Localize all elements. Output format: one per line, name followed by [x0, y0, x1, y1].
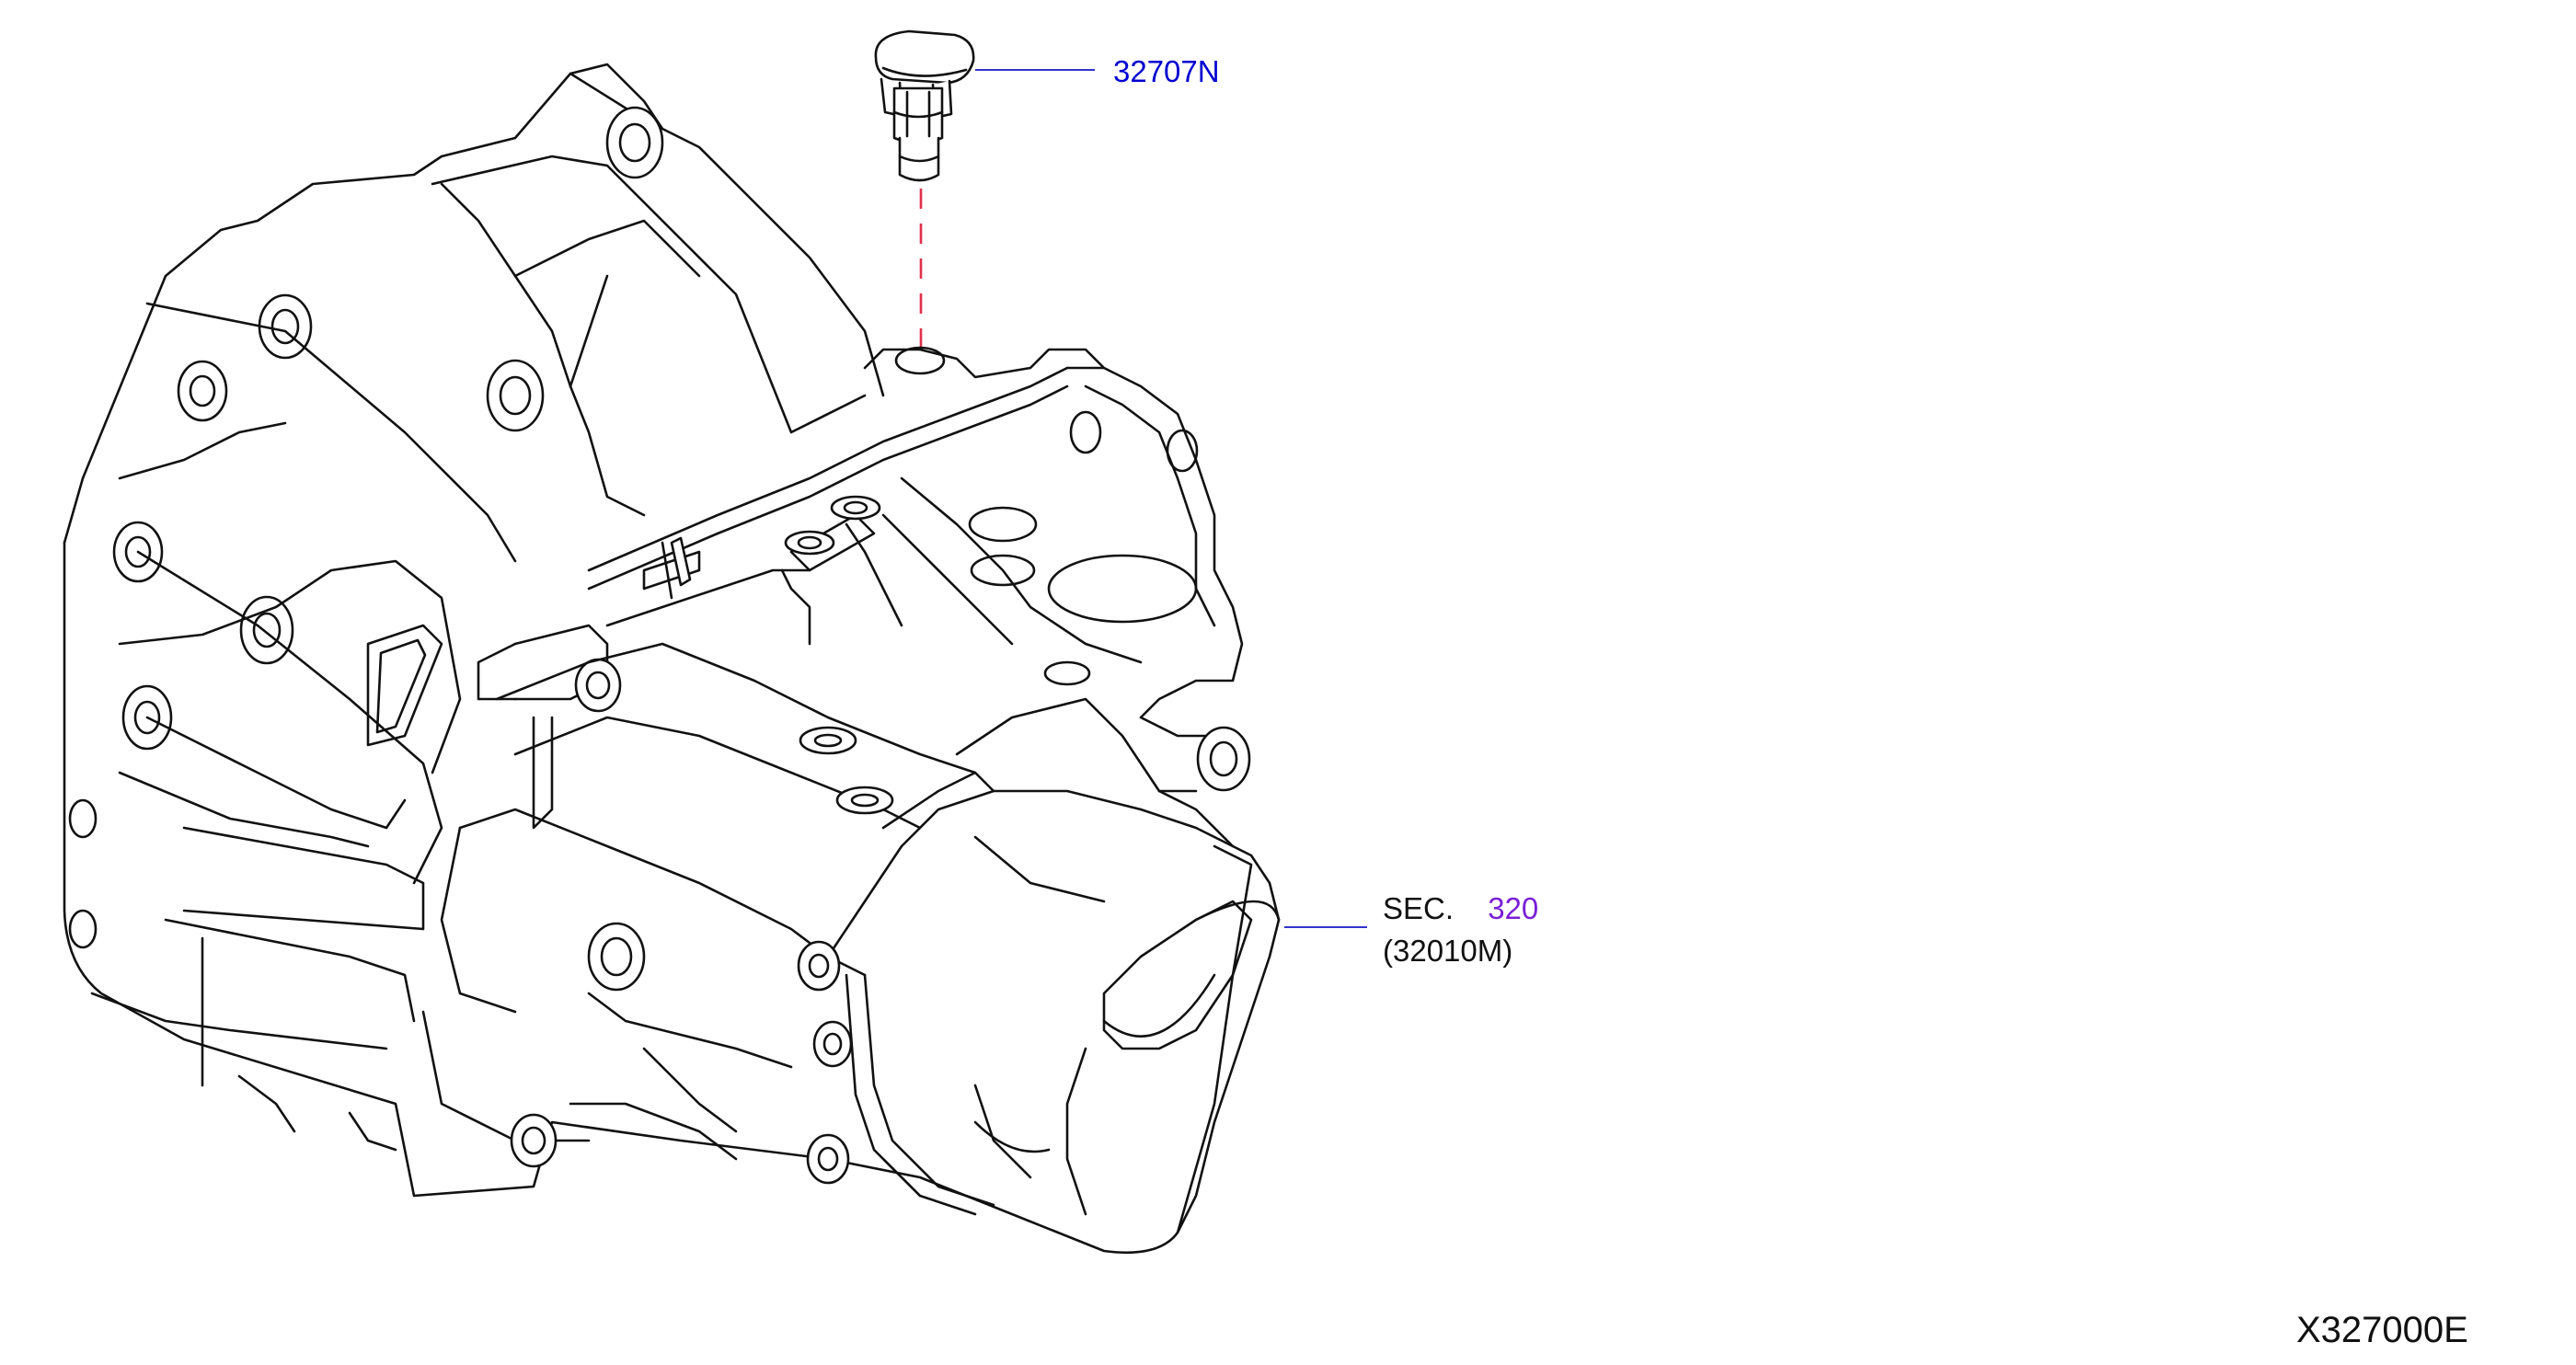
- diagram-code: X327000E: [2296, 1310, 2468, 1350]
- section-callout: SEC. 320: [1383, 892, 1538, 925]
- section-number-link-320[interactable]: 320: [1488, 891, 1539, 925]
- section-prefix: SEC.: [1383, 891, 1455, 925]
- part-32707n-drawing[interactable]: [874, 29, 975, 182]
- transaxle-part-reference: (32010M): [1383, 934, 1513, 968]
- transaxle-assembly-drawing[interactable]: [63, 63, 1281, 1255]
- part-number-link-32707n[interactable]: 32707N: [1113, 54, 1220, 88]
